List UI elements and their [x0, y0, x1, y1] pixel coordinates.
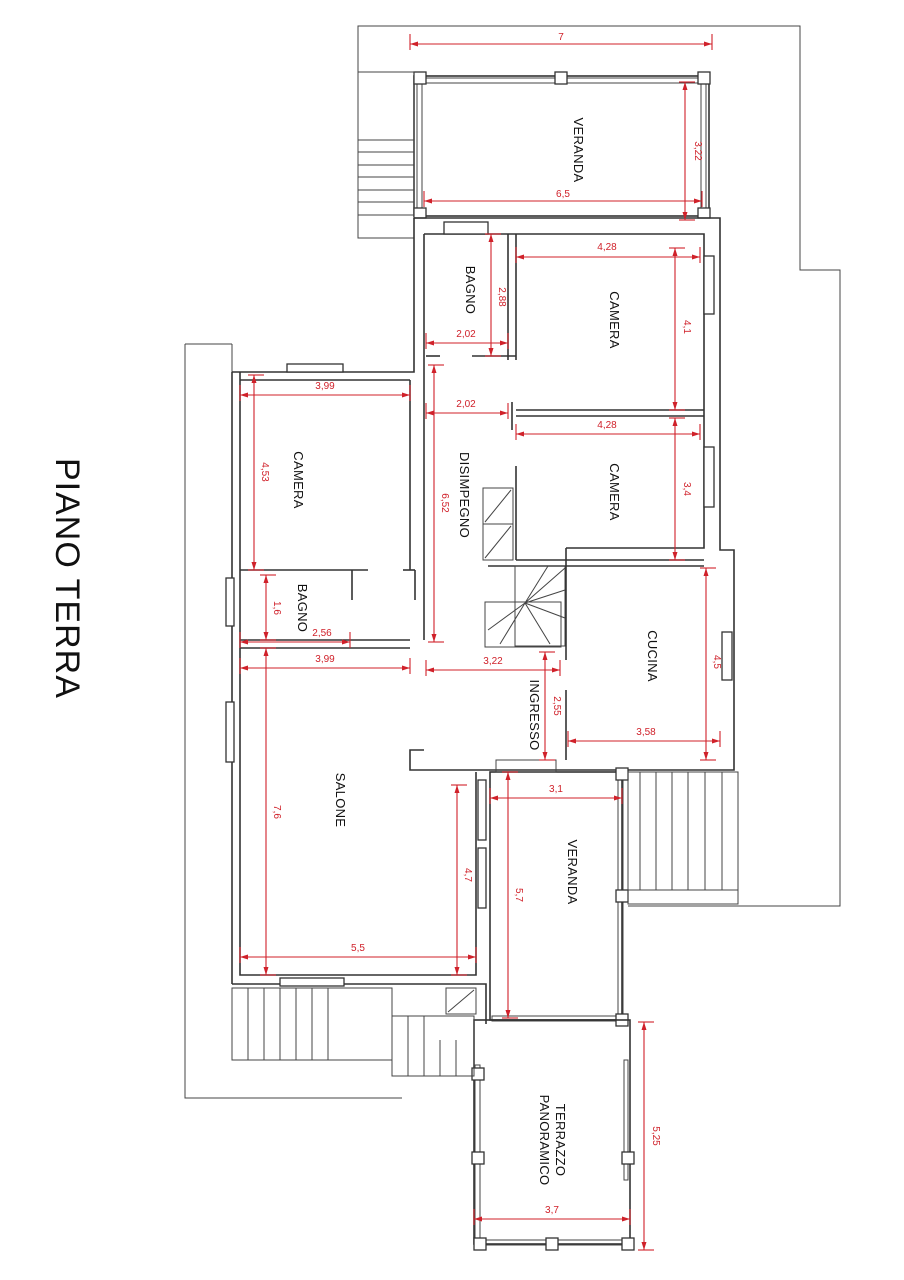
- dimension: 3,99: [239, 654, 411, 674]
- dimension: 2,02: [425, 399, 509, 419]
- dimension-label: 4,28: [597, 242, 617, 253]
- dimension: 4,28: [515, 242, 701, 263]
- dimension-label: 4,5: [711, 655, 722, 669]
- dimension-label: 4,1: [681, 320, 692, 334]
- room-label-disimpegno: DISIMPEGNO: [457, 452, 472, 538]
- room-label-veranda-south: VERANDA: [565, 840, 580, 905]
- room-label-terrazzo-panoramico: TERRAZZO: [553, 1104, 568, 1176]
- dimension-label: 1,6: [271, 601, 282, 615]
- dimension-label: 7,6: [271, 805, 282, 819]
- room-label-bagno-2: BAGNO: [295, 584, 310, 632]
- site-boundary: [184, 25, 841, 1099]
- dimension: 4,5: [700, 567, 722, 761]
- dimension-label: 4,53: [259, 462, 270, 482]
- dimension-label: 3,99: [315, 654, 335, 665]
- dimension: 7: [409, 32, 713, 50]
- dimension-label: 6,52: [439, 493, 450, 513]
- dimension: 6,52: [428, 364, 450, 643]
- dimension-label: 6,5: [556, 189, 570, 200]
- veranda-north-structure: [357, 71, 711, 239]
- dimension-label: 5,5: [351, 943, 365, 954]
- dimension-label: 3,1: [549, 784, 563, 795]
- room-label-veranda-north: VERANDA: [571, 118, 586, 183]
- dimension: 4,7: [451, 784, 473, 976]
- dimension-label: 4,28: [597, 420, 617, 431]
- dimension: 1,6: [260, 574, 282, 641]
- dimension: 4,53: [248, 374, 270, 571]
- dimension: 3,4: [669, 417, 692, 561]
- dimension-label: 3,22: [692, 141, 703, 161]
- dimension-label: 3,7: [545, 1205, 559, 1216]
- dimension-label: 5,7: [513, 888, 524, 902]
- dimension: 3,22: [679, 81, 703, 221]
- room-labels: VERANDA BAGNO CAMERA CAMERA DISIMPEGNO CAMERA…: [291, 118, 660, 1186]
- dimension-label: 2,02: [456, 329, 476, 340]
- room-label-camera-1: CAMERA: [607, 291, 622, 348]
- dimension: 5,7: [502, 771, 524, 1019]
- dimension-label: 7: [558, 32, 564, 43]
- room-label-ingresso: INGRESSO: [527, 679, 542, 750]
- dimension: 3,1: [489, 784, 623, 804]
- room-label-bagno-1: BAGNO: [463, 266, 478, 314]
- dimension: 3,99: [239, 381, 411, 401]
- dimension: 3,7: [473, 1205, 631, 1225]
- main-walls: [231, 217, 735, 1024]
- plan-title: PIANO TERRA: [48, 458, 86, 699]
- room-label-terrazzo-panoramico-line2: PANORAMICO: [537, 1095, 552, 1186]
- windows: [225, 221, 733, 987]
- dimension: 5,5: [239, 943, 477, 963]
- dimension-label: 2,88: [496, 287, 507, 307]
- dimension-label: 3,4: [681, 482, 692, 496]
- dimension-label: 5,25: [650, 1126, 661, 1146]
- room-label-camera-3: CAMERA: [607, 463, 622, 520]
- room-label-camera-2: CAMERA: [291, 451, 306, 508]
- dimension: 4,1: [669, 247, 692, 411]
- dimension: 3,58: [567, 727, 721, 747]
- dimension-label: 3,22: [483, 656, 503, 667]
- dimension: 2,88: [485, 233, 507, 357]
- veranda-south-structure: [489, 759, 739, 1027]
- dimension-label: 2,02: [456, 399, 476, 410]
- dimension-lines: 7 6,5 3,22 4,28 2,88 2,02 4,1 3,99 2,02 4,28 4,53 6…: [239, 32, 722, 1251]
- dimension: 7,6: [260, 647, 282, 976]
- room-label-salone: SALONE: [333, 773, 348, 828]
- dimension: 2,55: [539, 651, 562, 761]
- dimension-label: 2,56: [312, 628, 332, 639]
- dimension: 6,5: [423, 189, 703, 207]
- dimension: 4,28: [515, 420, 701, 440]
- dimension: 5,25: [638, 1021, 661, 1251]
- dimension-label: 3,58: [636, 727, 656, 738]
- dimension-label: 3,99: [315, 381, 335, 392]
- dimension: 2,56: [239, 628, 351, 648]
- dimension-label: 2,55: [551, 696, 562, 716]
- spiral-staircase: [484, 548, 567, 760]
- dimension: 3,22: [425, 656, 561, 676]
- dimension: 2,02: [425, 329, 509, 349]
- dimension-label: 4,7: [462, 868, 473, 882]
- terrazzo-structure: [231, 987, 635, 1251]
- room-label-cucina: CUCINA: [645, 630, 660, 682]
